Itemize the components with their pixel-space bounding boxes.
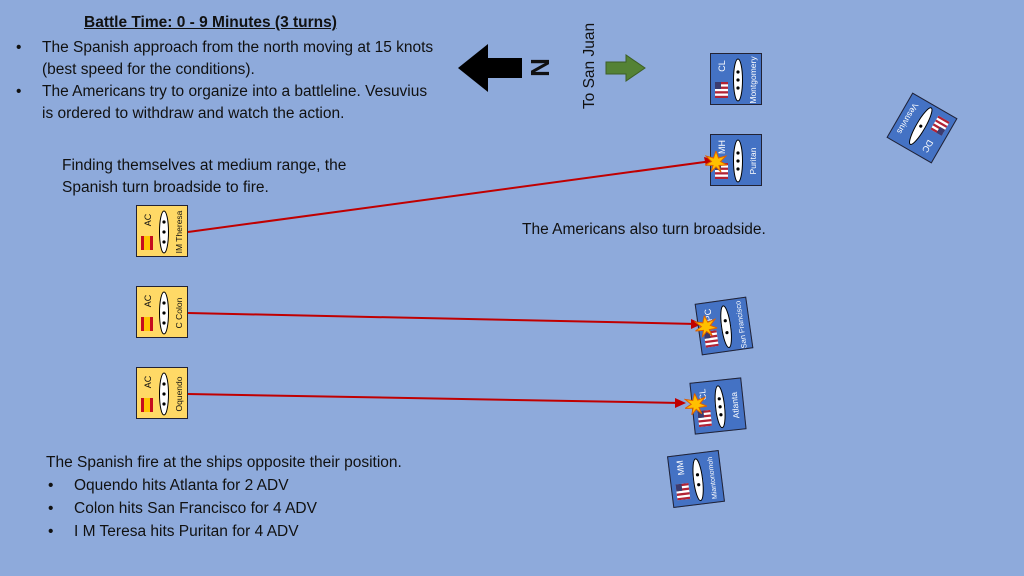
spanish-counter-oquendo[interactable]: AC Oquendo <box>136 367 188 419</box>
ship-name: C Colon <box>174 297 184 329</box>
american-counter-san-francisco[interactable]: PC San Francisco <box>693 296 754 356</box>
north-arrow-icon <box>458 44 522 92</box>
ship-type: AC <box>143 294 153 308</box>
us-flag-icon <box>697 409 713 428</box>
ship-type: DC <box>920 138 936 155</box>
intro-bullets: The Spanish approach from the north movi… <box>14 37 434 125</box>
ship-name: Atlanta <box>728 391 742 419</box>
ship-name: Montgomery <box>748 56 758 104</box>
american-counter-vesuvius[interactable]: DC Vesuvius <box>886 92 958 164</box>
fire-line-oquendo-atlanta <box>187 393 682 404</box>
ship-type: MM <box>674 459 687 476</box>
result-item: Oquendo hits Atlanta for 2 ADV <box>46 474 506 497</box>
ship-icon <box>733 58 743 102</box>
fire-line-teresa-puritan <box>187 160 713 233</box>
ship-icon <box>714 385 726 429</box>
ship-type: AC <box>143 213 153 227</box>
san-juan-arrow-icon <box>605 54 646 82</box>
american-note: The Americans also turn broadside. <box>522 221 766 238</box>
ship-name: Miantonomoh <box>706 456 720 500</box>
american-counter-puritan[interactable]: MH Puritan <box>705 134 762 186</box>
ship-type: CL <box>717 60 727 72</box>
spain-flag-icon <box>141 236 153 250</box>
ship-icon <box>733 139 743 183</box>
ship-icon <box>909 107 933 145</box>
hit-explosion-icon <box>693 314 719 338</box>
north-label: N <box>524 58 555 77</box>
american-counter-montgomery[interactable]: CL Montgomery <box>710 53 762 105</box>
result-item: I M Teresa hits Puritan for 4 ADV <box>46 520 506 543</box>
ship-icon <box>720 305 732 349</box>
hit-explosion-icon <box>705 151 727 173</box>
battle-time-title: Battle Time: 0 - 9 Minutes (3 turns) <box>84 14 337 31</box>
ship-name: San Francisco <box>733 300 749 349</box>
spain-flag-icon <box>141 398 153 412</box>
spanish-counter-colon[interactable]: AC C Colon <box>136 286 188 338</box>
ship-type: AC <box>143 375 153 389</box>
results-block: The Spanish fire at the ships opposite t… <box>46 451 506 543</box>
us-flag-icon <box>675 482 691 501</box>
result-item: Colon hits San Francisco for 4 ADV <box>46 497 506 520</box>
san-juan-label: To San Juan <box>581 22 598 110</box>
fire-line-arrowhead <box>675 398 686 408</box>
spain-flag-icon <box>141 317 153 331</box>
spanish-note: Finding themselves at medium range, the … <box>62 157 347 196</box>
ship-icon <box>159 372 169 416</box>
spanish-counter-teresa[interactable]: AC IM Theresa <box>136 205 188 257</box>
intro-bullet: The Spanish approach from the north movi… <box>14 37 434 81</box>
ship-icon <box>159 291 169 335</box>
results-intro: The Spanish fire at the ships opposite t… <box>46 454 402 471</box>
intro-bullet: The Americans try to organize into a bat… <box>14 81 434 125</box>
us-flag-icon <box>930 115 950 136</box>
ship-icon <box>159 210 169 254</box>
american-counter-miantonomoh[interactable]: MM Miantonomoh <box>667 450 725 508</box>
ship-name: Oquendo <box>174 376 184 412</box>
fire-line-colon-sanfrancisco <box>187 312 698 325</box>
ship-name: IM Theresa <box>174 210 184 254</box>
hit-explosion-icon <box>683 392 708 416</box>
us-flag-icon <box>715 82 728 98</box>
ship-name: Puritan <box>748 147 758 175</box>
ship-icon <box>692 458 704 502</box>
american-counter-atlanta[interactable]: CL Atlanta <box>683 377 747 435</box>
